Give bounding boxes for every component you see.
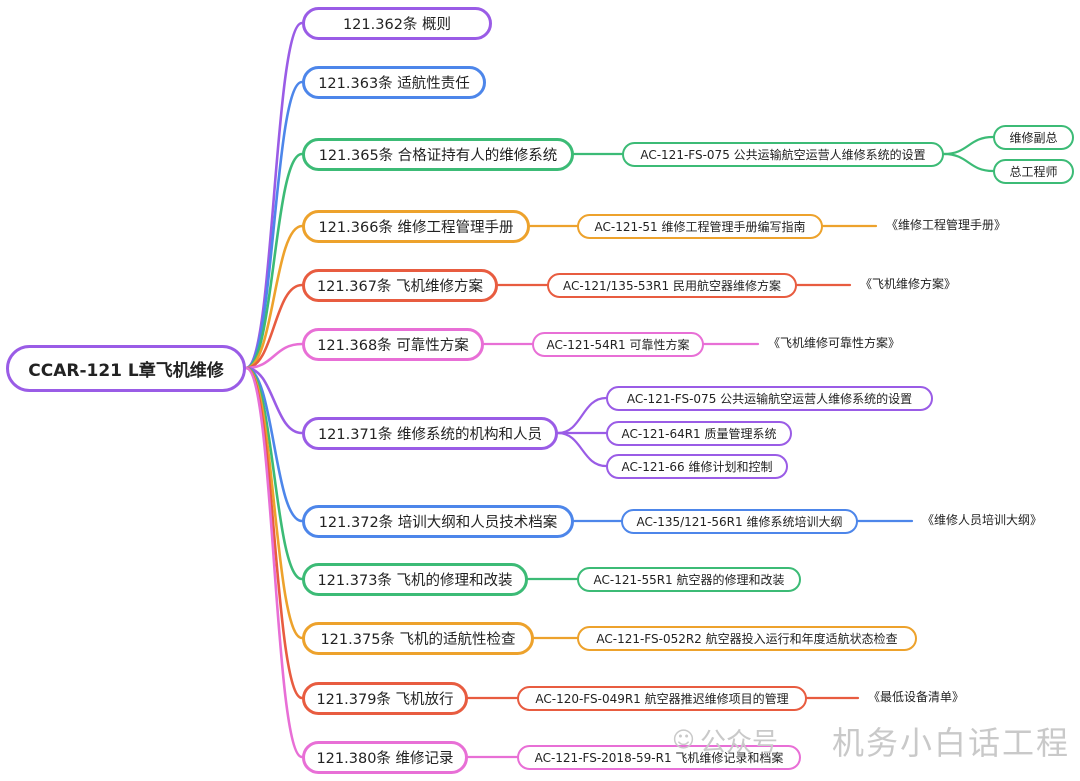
branch-node-10[interactable]: 121.375条 飞机的适航性检查 — [302, 621, 534, 655]
sub-node-6-1[interactable]: AC-121-54R1 可靠性方案 — [532, 331, 704, 357]
connector-line — [556, 431, 608, 468]
watermark-wechat-icon: ☺ — [672, 728, 695, 753]
sub-node-4-1[interactable]: AC-121-51 维修工程管理手册编写指南 — [577, 213, 823, 239]
sub-node-3-1[interactable]: AC-121-FS-075 公共运输航空运营人维修系统的设置 — [622, 141, 944, 167]
branch-node-3[interactable]: 121.365条 合格证持有人的维修系统 — [302, 137, 574, 171]
sub-node-7-2[interactable]: AC-121-64R1 质量管理系统 — [606, 420, 792, 446]
leaf-label-4: 《维修工程管理手册》 — [886, 218, 1007, 232]
sub-node-10-1[interactable]: AC-121-FS-052R2 航空器投入运行和年度适航状态检查 — [577, 625, 917, 651]
leaf-label-6: 《飞机维修可靠性方案》 — [768, 336, 901, 350]
sub-node-7-1[interactable]: AC-121-FS-075 公共运输航空运营人维修系统的设置 — [606, 385, 933, 411]
branch-node-12[interactable]: 121.380条 维修记录 — [302, 740, 468, 774]
sub-node-5-1[interactable]: AC-121/135-53R1 民用航空器维修方案 — [547, 272, 797, 298]
branch-node-1[interactable]: 121.362条 概则 — [302, 6, 492, 40]
connector-line — [244, 342, 304, 370]
root-node[interactable]: CCAR-121 L章飞机维修 — [6, 344, 246, 392]
watermark-label: 公众号 — [700, 728, 779, 758]
sub-node-12-1[interactable]: AC-121-FS-2018-59-R1 飞机维修记录和档案 — [517, 744, 801, 770]
leaf-label-5: 《飞机维修方案》 — [860, 277, 957, 291]
connector-line — [244, 366, 304, 640]
connector-line — [556, 396, 608, 435]
branch-node-7[interactable]: 121.371条 维修系统的机构和人员 — [302, 416, 558, 450]
leaf-node-1[interactable]: 维修副总 — [993, 124, 1074, 150]
branch-node-2[interactable]: 121.363条 适航性责任 — [302, 65, 486, 99]
connector-line — [244, 152, 304, 370]
branch-node-4[interactable]: 121.366条 维修工程管理手册 — [302, 209, 530, 243]
leaf-label-8: 《维修人员培训大纲》 — [922, 513, 1043, 527]
branch-node-11[interactable]: 121.379条 飞机放行 — [302, 681, 468, 715]
connector-line — [942, 152, 995, 173]
connector-line — [244, 366, 304, 435]
branch-node-6[interactable]: 121.368条 可靠性方案 — [302, 327, 484, 361]
leaf-label-11: 《最低设备清单》 — [868, 690, 965, 704]
connector-line — [244, 283, 304, 370]
connector-line — [244, 224, 304, 370]
sub-node-11-1[interactable]: AC-120-FS-049R1 航空器推迟维修项目的管理 — [517, 685, 807, 711]
branch-node-8[interactable]: 121.372条 培训大纲和人员技术档案 — [302, 504, 574, 538]
connector-line — [244, 80, 304, 370]
sub-node-9-1[interactable]: AC-121-55R1 航空器的修理和改装 — [577, 566, 801, 592]
watermark-account: 机务小白话工程 — [832, 724, 1071, 762]
sub-node-7-3[interactable]: AC-121-66 维修计划和控制 — [606, 453, 788, 479]
connector-line — [942, 135, 995, 156]
connector-line — [244, 366, 304, 759]
connector-line — [244, 366, 304, 700]
sub-node-8-1[interactable]: AC-135/121-56R1 维修系统培训大纲 — [621, 508, 858, 534]
connector-line — [244, 21, 304, 370]
branch-node-9[interactable]: 121.373条 飞机的修理和改装 — [302, 562, 528, 596]
branch-node-5[interactable]: 121.367条 飞机维修方案 — [302, 268, 498, 302]
leaf-node-2[interactable]: 总工程师 — [993, 158, 1074, 184]
